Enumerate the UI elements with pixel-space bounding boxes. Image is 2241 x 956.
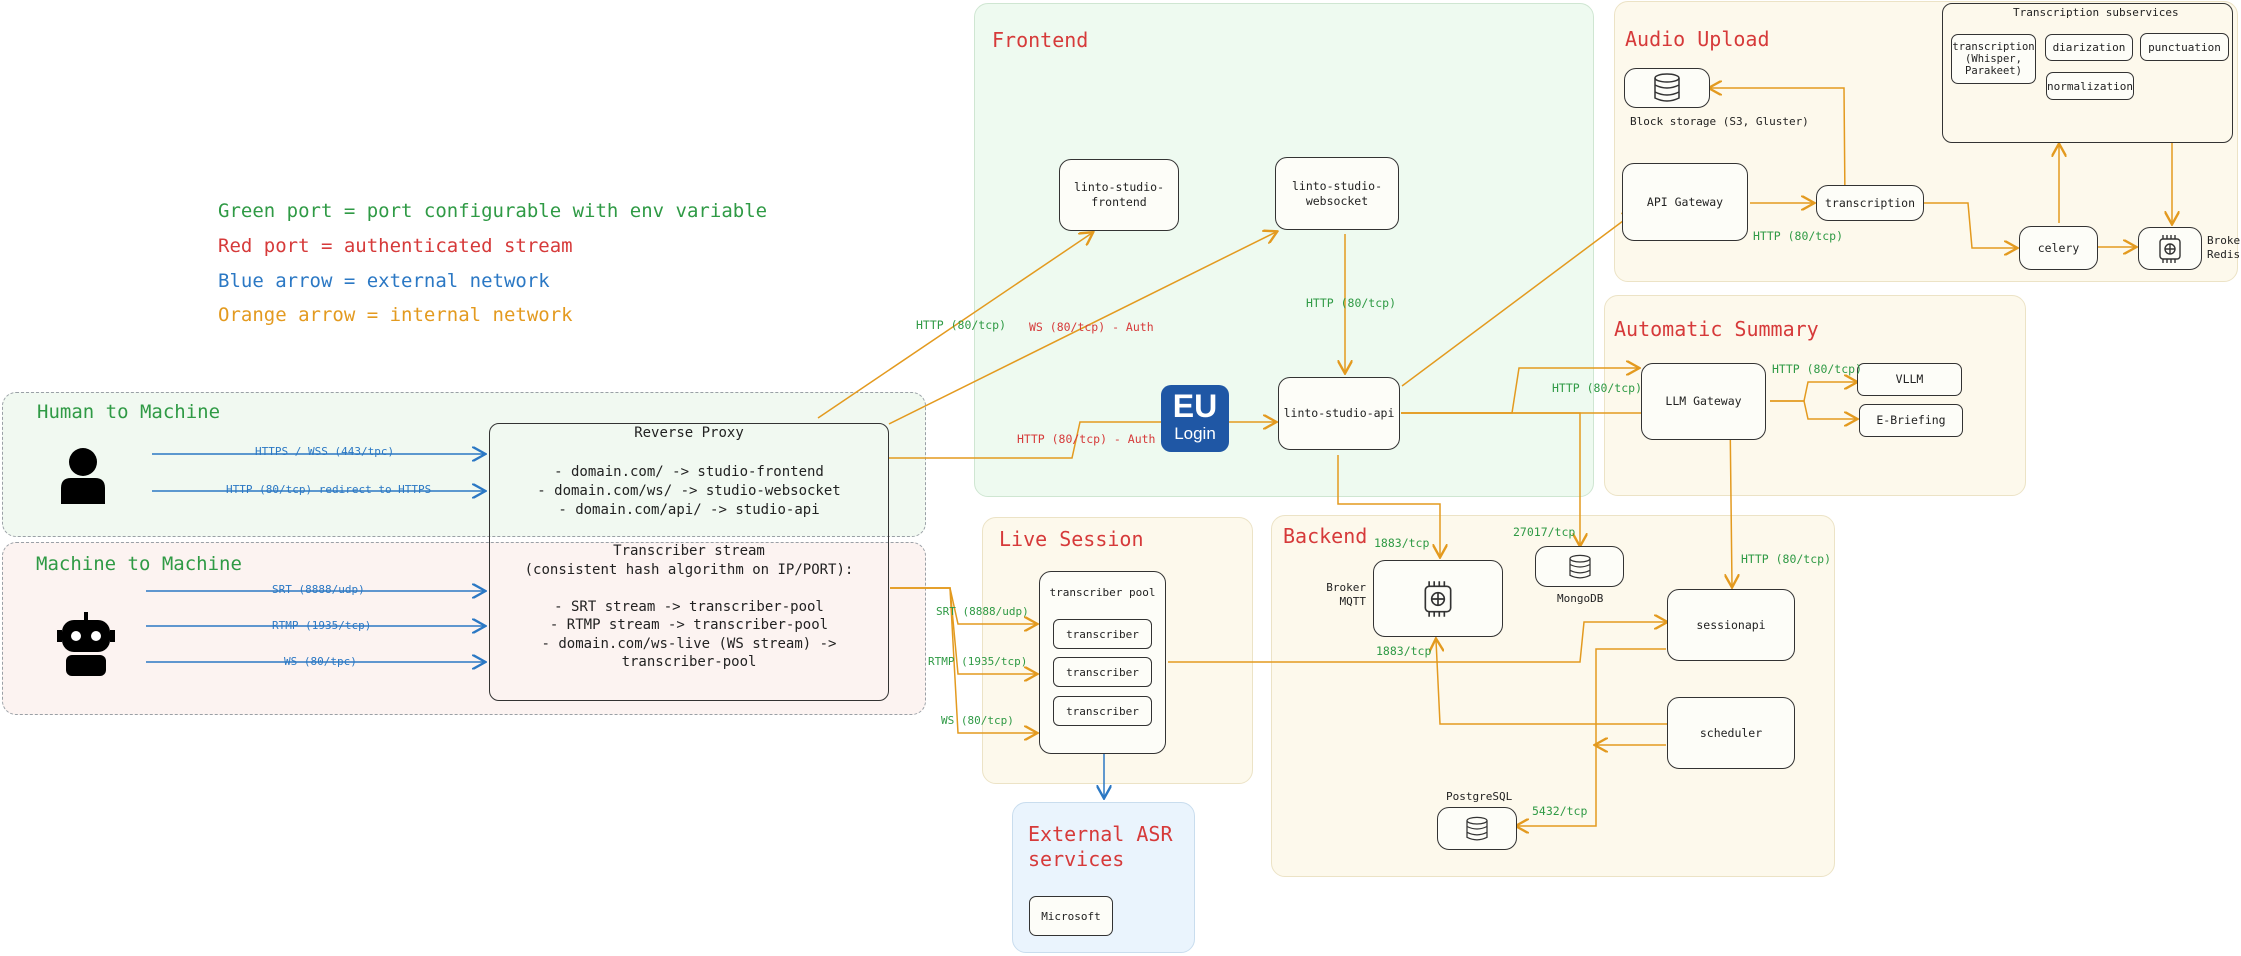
api-gateway-box: API Gateway — [1622, 163, 1748, 241]
machine-arrow-label-ws: WS (80/tpc) — [284, 655, 357, 668]
microsoft-box: Microsoft — [1029, 896, 1113, 936]
legend-green: Green port = port configurable with env … — [218, 200, 768, 222]
external-asr-title: External ASR services — [1028, 822, 1173, 871]
reverse-proxy-box — [489, 423, 889, 701]
subservice-transcription: transcription (Whisper, Parakeet) — [1951, 34, 2036, 84]
eu-login-login-text: Login — [1174, 424, 1216, 443]
subservice-punctuation: punctuation — [2140, 33, 2229, 61]
eu-login-eu-text: EU — [1172, 388, 1218, 424]
label-http-summary-1: HTTP (80/tcp) — [1552, 381, 1643, 395]
label-http-summary-2: HTTP (80/tcp) — [1772, 362, 1863, 376]
frontend-title: Frontend — [992, 28, 1089, 52]
human-arrow-label-http: HTTP (80/tcp) redirect to HTTPS — [226, 483, 432, 496]
scheduler-box: scheduler — [1667, 697, 1795, 769]
machine-arrow-label-srt: SRT (8888/udp) — [272, 583, 365, 596]
broker-mqtt-icon — [1373, 560, 1503, 637]
machine-to-machine-region — [2, 542, 926, 715]
mongodb-icon — [1535, 546, 1624, 587]
label-live-srt: SRT (8888/udp) — [936, 605, 1029, 618]
celery-box: celery — [2019, 226, 2098, 270]
mongodb-label: MongoDB — [1557, 592, 1604, 605]
postgresql-icon — [1437, 807, 1517, 850]
label-http-sessionapi: HTTP (80/tcp) — [1741, 552, 1832, 566]
transcriber-3: transcriber — [1053, 696, 1152, 726]
subservice-normalization: normalization — [2046, 72, 2134, 100]
label-postgres-5432: 5432/tcp — [1532, 804, 1588, 818]
linto-studio-frontend-box: linto-studio- frontend — [1059, 159, 1179, 231]
label-ws-auth: WS (80/tcp) - Auth — [1029, 320, 1154, 334]
label-http-frontend: HTTP (80/tcp) — [916, 318, 1007, 332]
backend-title: Backend — [1283, 524, 1368, 548]
human-to-machine-region — [2, 392, 926, 537]
eu-login-logo: EU Login — [1161, 385, 1229, 452]
label-mqtt-1883-bottom: 1883/tcp — [1376, 644, 1432, 658]
label-http-websocket: HTTP (80/tcp) — [1306, 296, 1397, 310]
linto-studio-websocket-box: linto-studio- websocket — [1275, 157, 1399, 230]
transcription-subservices-title: Transcription subservices — [2013, 6, 2179, 19]
linto-studio-api-box: linto-studio-api — [1278, 377, 1400, 450]
reverse-proxy-rule-frontend: - domain.com/ -> studio-frontend — [554, 464, 824, 480]
audio-upload-title: Audio Upload — [1625, 27, 1770, 51]
person-icon — [58, 444, 108, 508]
transcriber-1: transcriber — [1053, 619, 1152, 649]
transcription-subservices-box — [1942, 3, 2233, 143]
transcriber-pool-label: transcriber pool — [1049, 586, 1156, 599]
ebriefing-box: E-Briefing — [1859, 404, 1963, 437]
vllm-box: VLLM — [1857, 363, 1962, 396]
block-storage-label: Block storage (S3, Gluster) — [1630, 115, 1809, 128]
label-http-audio: HTTP (80/tcp) — [1753, 229, 1844, 243]
label-live-rtmp: RTMP (1935/tcp) — [928, 655, 1028, 668]
human-arrow-label-https: HTTPS / WSS (443/tpc) — [255, 445, 395, 458]
legend-red: Red port = authenticated stream — [218, 235, 573, 257]
sessionapi-box: sessionapi — [1667, 589, 1795, 661]
block-storage-icon — [1624, 68, 1710, 108]
postgresql-label: PostgreSQL — [1446, 790, 1513, 803]
transcriber-2: transcriber — [1053, 657, 1152, 687]
robot-icon — [56, 610, 116, 680]
reverse-proxy-title: Reverse Proxy — [634, 425, 744, 441]
broker-redis-icon — [2138, 227, 2202, 270]
llm-gateway-box: LLM Gateway — [1641, 363, 1766, 440]
automatic-summary-title: Automatic Summary — [1614, 317, 1819, 341]
broker-redis-label: Broker Redis — [2207, 234, 2241, 261]
machine-to-machine-title: Machine to Machine — [36, 553, 242, 575]
human-to-machine-title: Human to Machine — [37, 401, 221, 423]
reverse-proxy-rule-websocket: - domain.com/ws/ -> studio-websocket — [537, 483, 841, 499]
legend-blue: Blue arrow = external network — [218, 270, 550, 292]
broker-mqtt-label: Broker MQTT — [1326, 581, 1366, 608]
transcription-box: transcription — [1816, 185, 1924, 221]
reverse-proxy-rule-api: - domain.com/api/ -> studio-api — [558, 502, 820, 518]
legend-orange: Orange arrow = internal network — [218, 304, 573, 326]
label-mongo-27017: 27017/tcp — [1513, 525, 1576, 539]
label-http-auth: HTTP (80/tcp) - Auth — [1017, 432, 1156, 446]
subservice-diarization: diarization — [2045, 34, 2133, 61]
label-mqtt-1883-top: 1883/tcp — [1374, 536, 1430, 550]
transcriber-stream-text: Transcriber stream (consistent hash algo… — [524, 543, 854, 670]
machine-arrow-label-rtmp: RTMP (1935/tcp) — [272, 619, 372, 632]
live-session-title: Live Session — [999, 527, 1144, 551]
label-live-ws: WS (80/tcp) — [941, 714, 1014, 727]
